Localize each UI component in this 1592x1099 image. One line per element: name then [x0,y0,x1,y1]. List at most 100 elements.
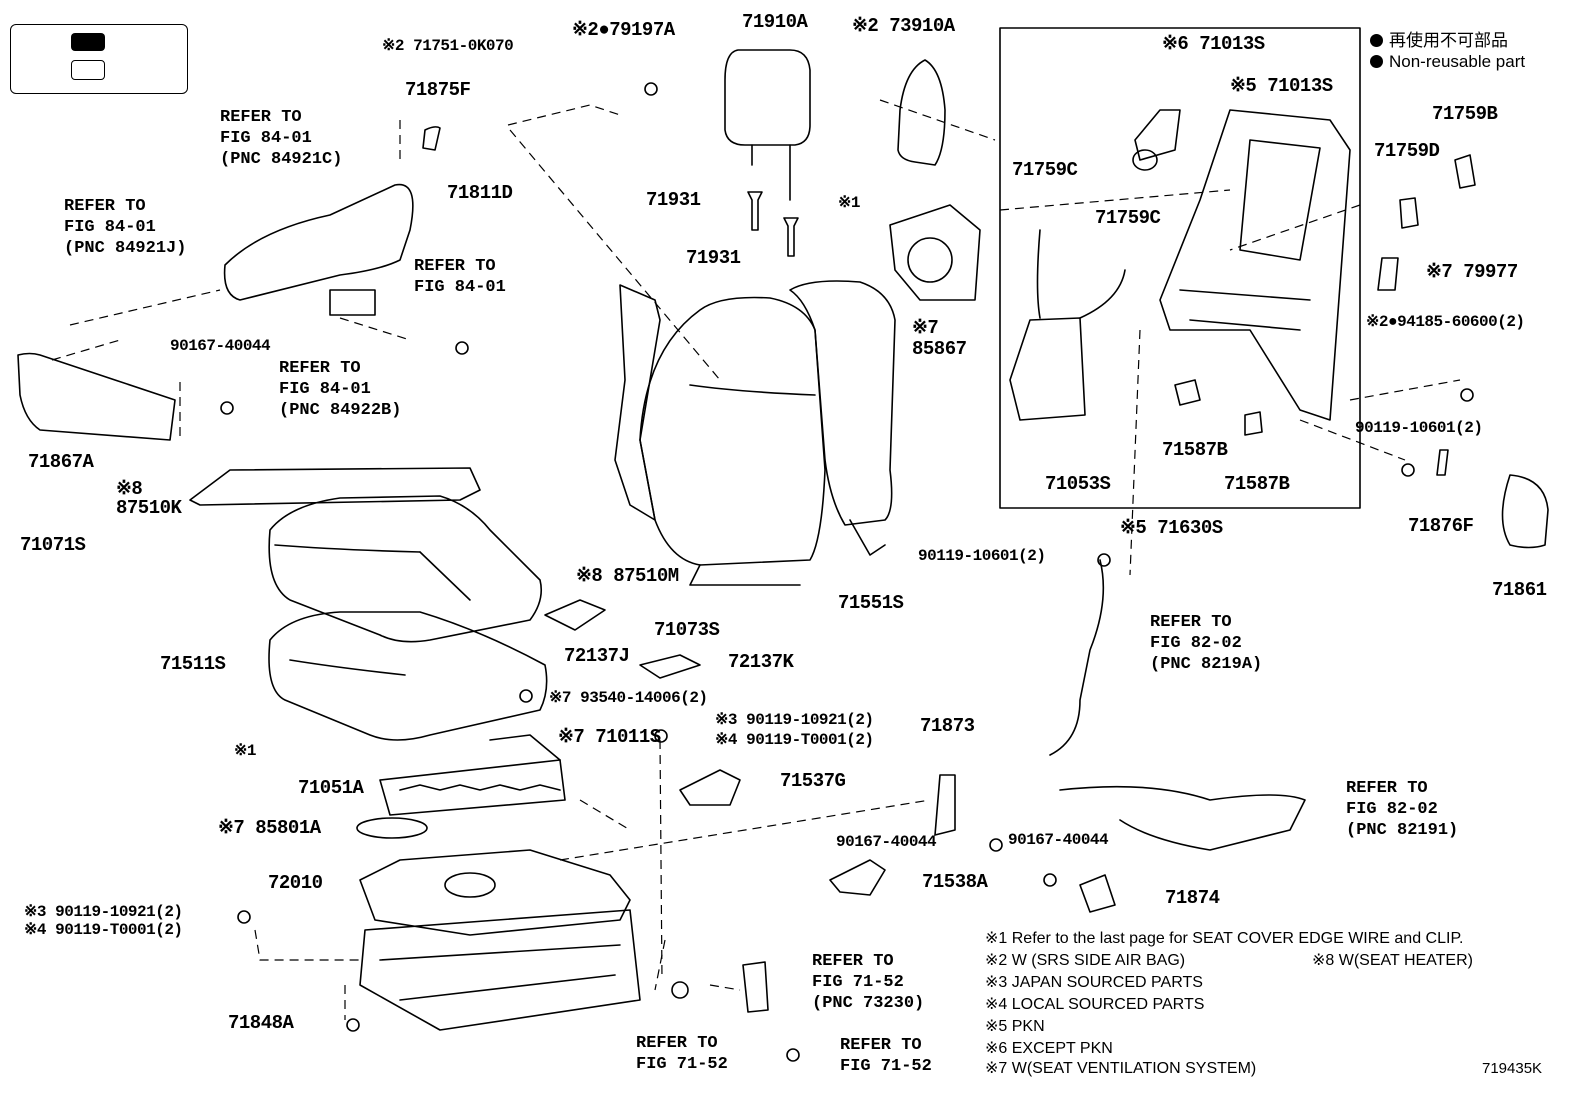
part-90119-T0001-a[interactable]: ※4 90119-T0001(2) [715,731,874,749]
part-72137K[interactable]: 72137K [728,651,794,673]
ref-line: (PNC 84922B) [279,401,402,420]
part-71873[interactable]: 71873 [920,715,975,737]
seatback-frame-group-box [999,27,1361,509]
seatback-heater-87510M [614,284,661,521]
part-71751[interactable]: ※2 71751-0K070 [382,37,514,55]
part-71874[interactable]: 71874 [1165,887,1220,909]
blower-85867 [889,204,981,301]
ref-line: REFER TO [1346,779,1428,798]
part-71875F[interactable]: 71875F [405,79,471,101]
part-72137J[interactable]: 72137J [564,645,630,667]
footnote-7: ※7 W(SEAT VENTILATION SYSTEM) [985,1060,1257,1077]
cover-71538A [829,859,886,896]
part-87510M[interactable]: ※8 87510M [576,565,679,587]
seatback-frame-71630S [1159,109,1351,421]
cover-71759D [1399,197,1419,229]
ref-line: FIG 82-02 [1346,800,1438,819]
part-71876F[interactable]: 71876F [1408,515,1474,537]
footnote-8: ※8 W(SEAT HEATER) [1312,952,1473,969]
diagram-code: 719435K [1482,1060,1543,1077]
seat-belt-buckle [742,961,769,1013]
ref-line: FIG 84-01 [279,380,371,399]
part-93540[interactable]: ※7 93540-14006(2) [549,689,708,707]
ref-line: FIG 84-01 [220,129,312,148]
part-71867A[interactable]: 71867A [28,451,94,473]
part-71931-a[interactable]: 71931 [646,189,701,211]
part-87510K[interactable]: ※8 87510K [116,478,182,519]
part-85867[interactable]: ※7 85867 [912,317,967,360]
ref-line: (PNC 84921C) [220,150,343,169]
part-90167-c[interactable]: 90167-40044 [1008,831,1109,849]
bullet-icon [1370,34,1383,47]
part-71011S[interactable]: ※7 71011S [558,726,661,748]
part-71759C-b[interactable]: 71759C [1095,207,1161,229]
washer [671,981,689,999]
ref-line: REFER TO [414,257,496,276]
stay-71587B-a [1174,379,1201,406]
part-71013S-5[interactable]: ※5 71013S [1230,75,1333,97]
refer-fig-84-01-84921C[interactable]: REFER TO FIG 84-01 (PNC 84921C) [220,107,342,170]
part-71538A[interactable]: 71538A [922,871,988,893]
part-71051A[interactable]: 71051A [298,777,364,799]
part-71511S[interactable]: 71511S [160,653,226,675]
headrest-support-71931 [747,191,799,257]
bracket-72137J [544,599,606,631]
reclining-motor-71013S [1132,109,1181,171]
cover-71876F [1436,449,1449,476]
part-90119-T0001-b[interactable]: ※4 90119-T0001(2) [24,921,183,939]
ref-line: (PNC 82191) [1346,821,1459,840]
footnote-1: ※1 Refer to the last page for SEAT COVER… [985,930,1464,947]
part-71759B[interactable]: 71759B [1432,103,1498,125]
part-71587B-a[interactable]: 71587B [1162,439,1228,461]
ref-line: (PNC 8219A) [1150,655,1263,674]
part-71587B-b[interactable]: 71587B [1224,473,1290,495]
ref-line: REFER TO [220,108,302,127]
ref-line: (PNC 84921J) [64,239,187,258]
part-72010[interactable]: 72010 [268,872,323,894]
ref-line: FIG 71-52 [840,1057,932,1076]
part-71759D[interactable]: 71759D [1374,140,1440,162]
part-71071S[interactable]: 71071S [20,534,86,556]
part-71910A[interactable]: 71910A [742,11,808,33]
wire-harness-82191 [1059,785,1306,851]
ref-line: REFER TO [812,952,894,971]
ref-line: FIG 71-52 [636,1055,728,1074]
ref-line: REFER TO [1150,613,1232,632]
part-90119-10921-a[interactable]: ※3 90119-10921(2) [715,711,874,729]
part-71053S[interactable]: 71053S [1045,473,1111,495]
part-90119-10601-a[interactable]: 90119-10601(2) [1355,419,1483,437]
part-79197A[interactable]: ※2●79197A [572,19,675,41]
part-71931-b[interactable]: 71931 [686,247,741,269]
part-79977[interactable]: ※7 79977 [1426,261,1518,283]
part-71848A[interactable]: 71848A [228,1012,294,1034]
part-71630S[interactable]: ※5 71630S [1120,517,1223,539]
part-90119-10921-b[interactable]: ※3 90119-10921(2) [24,903,183,921]
bracket-72137K [639,654,701,679]
part-85801A[interactable]: ※7 85801A [218,817,321,839]
headrest-71910A [724,49,811,201]
part-71759C-a[interactable]: 71759C [1012,159,1078,181]
part-71811D[interactable]: 71811D [447,182,513,204]
seatback-cover-71073S [639,296,826,586]
part-71537G[interactable]: 71537G [780,770,846,792]
part-71861[interactable]: 71861 [1492,579,1547,601]
part-90119-10601-b[interactable]: 90119-10601(2) [918,547,1046,565]
part-71073S[interactable]: 71073S [654,619,720,641]
part-94185[interactable]: ※2●94185-60600(2) [1366,313,1525,331]
side-airbag-73910A [897,59,946,166]
part-90167-a[interactable]: 90167-40044 [170,337,271,355]
refer-fig-82-02-82191[interactable]: REFER TO FIG 82-02 (PNC 82191) [1346,778,1458,841]
part-71551S[interactable]: 71551S [838,592,904,614]
part-71013S-6[interactable]: ※6 71013S [1162,33,1265,55]
part-73910A[interactable]: ※2 73910A [852,15,955,37]
footnote-6: ※6 EXCEPT PKN [985,1040,1113,1057]
part-90167-b[interactable]: 90167-40044 [836,833,937,851]
